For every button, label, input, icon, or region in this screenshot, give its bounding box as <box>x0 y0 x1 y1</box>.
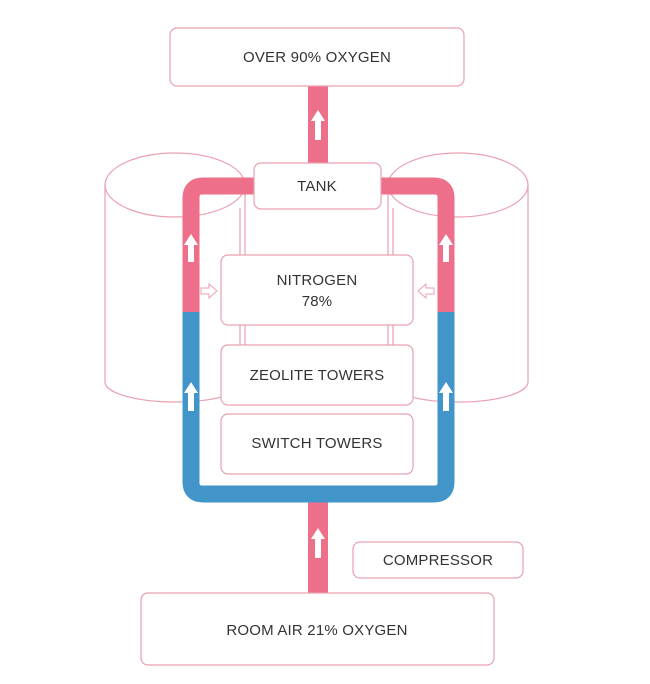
up-arrow-icon <box>439 382 453 411</box>
hollow-arrow-icon <box>200 282 218 300</box>
output-box: OVER 90% OXYGEN <box>169 27 465 87</box>
input-label: ROOM AIR 21% OXYGEN <box>226 622 407 639</box>
compressor-box: COMPRESSOR <box>352 541 524 579</box>
tank-label: TANK <box>297 178 337 195</box>
zeolite-label: ZEOLITE TOWERS <box>250 367 385 384</box>
compressor-label: COMPRESSOR <box>383 552 493 569</box>
inner-connector-lines <box>239 208 394 345</box>
zeolite-towers-box: ZEOLITE TOWERS <box>220 344 414 406</box>
up-arrow-icon <box>184 382 198 411</box>
air-loop-blue <box>182 312 455 503</box>
up-arrow-icon <box>311 528 325 558</box>
up-arrow-icon <box>311 110 325 140</box>
nitrogen-box: NITROGEN 78% <box>220 254 414 326</box>
tank-box: TANK <box>253 162 382 210</box>
up-arrow-icon <box>439 234 453 262</box>
input-box: ROOM AIR 21% OXYGEN <box>140 592 495 666</box>
output-label: OVER 90% OXYGEN <box>243 49 391 66</box>
hollow-arrow-icon <box>417 282 435 300</box>
switch-label: SWITCH TOWERS <box>251 435 382 452</box>
nitrogen-label: NITROGEN <box>277 272 358 289</box>
switch-towers-box: SWITCH TOWERS <box>220 413 414 475</box>
nitrogen-percent: 78% <box>302 293 333 310</box>
up-arrow-icon <box>184 234 198 262</box>
